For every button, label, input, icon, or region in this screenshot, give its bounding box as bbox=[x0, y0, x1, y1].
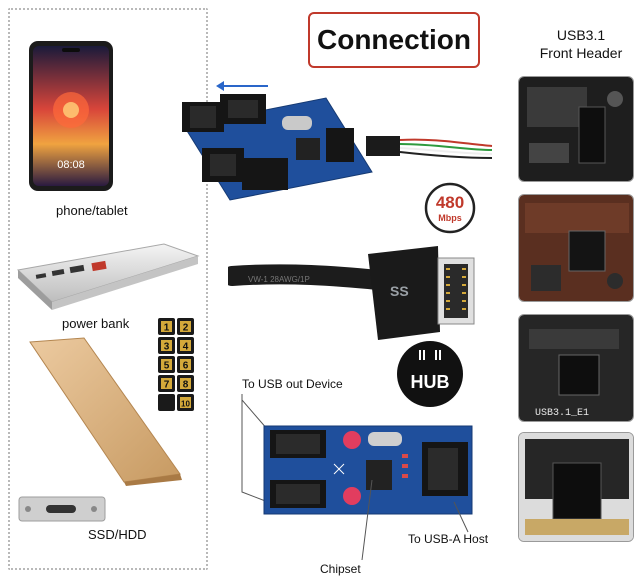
hub-board-top-image bbox=[182, 94, 493, 201]
hub-icon: HUB bbox=[397, 341, 463, 407]
front-header-line2: Front Header bbox=[539, 45, 623, 61]
callout-bracket-device bbox=[241, 394, 269, 503]
pin-contact bbox=[180, 359, 191, 370]
front-header-line1: USB3.1 bbox=[556, 27, 606, 43]
usb3-cable-image: VW-1 28AWG/1P SS bbox=[228, 246, 475, 340]
pin-contact bbox=[180, 378, 191, 389]
pin-number: 1 bbox=[164, 323, 170, 334]
speed-value: 480 bbox=[436, 193, 464, 212]
callout-line-chipset bbox=[361, 479, 373, 561]
front-header-photo-1 bbox=[518, 76, 634, 182]
speed-badge: 480 Mbps bbox=[424, 182, 476, 234]
hub-board-bottom-image bbox=[263, 425, 473, 515]
callout-to-device: To USB out Device bbox=[242, 377, 343, 391]
pin-contact bbox=[180, 340, 191, 351]
speed-unit: Mbps bbox=[438, 213, 462, 223]
ssd-connector-image bbox=[18, 496, 106, 522]
pin-number: 7 bbox=[164, 380, 170, 391]
callout-to-host: To USB-A Host bbox=[408, 532, 489, 546]
pin-number: 2 bbox=[183, 323, 189, 334]
device-panel bbox=[8, 8, 208, 570]
powerbank-image bbox=[16, 243, 200, 310]
phone-label: phone/tablet bbox=[56, 203, 128, 218]
pin-contact bbox=[180, 321, 191, 332]
page-title: Connection bbox=[308, 12, 480, 68]
arrow-left-icon bbox=[216, 81, 268, 91]
pin-number: 4 bbox=[183, 342, 189, 353]
pin-contact bbox=[161, 359, 172, 370]
phone-time: 08:08 bbox=[57, 159, 85, 171]
pin-number: 10 bbox=[181, 400, 190, 409]
callout-line-host bbox=[453, 501, 469, 533]
pin-number: 8 bbox=[183, 380, 189, 391]
phone-image: 08:08 bbox=[29, 41, 113, 191]
pin-contact bbox=[161, 321, 172, 332]
pin-contact bbox=[180, 397, 191, 408]
front-header-photo-label: USB3.1_E1 bbox=[535, 408, 589, 419]
front-header-photo-3: USB3.1_E1 bbox=[518, 314, 634, 422]
ssd-image bbox=[29, 337, 182, 486]
pin-number: 5 bbox=[164, 361, 170, 372]
pin-header-diagram: 1 2 3 4 5 6 7 8 10 bbox=[156, 316, 196, 412]
pin-number: 3 bbox=[164, 342, 170, 353]
pin-number: 6 bbox=[183, 361, 189, 372]
pin-contact bbox=[161, 378, 172, 389]
cable-print: VW-1 28AWG/1P bbox=[248, 275, 310, 284]
ssd-label: SSD/HDD bbox=[88, 527, 147, 542]
pin-contact bbox=[161, 340, 172, 351]
pin-cell bbox=[158, 394, 175, 411]
usb3-logo: SS bbox=[390, 283, 409, 299]
front-header-photo-4 bbox=[518, 432, 634, 542]
hub-label: HUB bbox=[411, 372, 450, 392]
front-header-photo-2 bbox=[518, 194, 634, 302]
front-header-title: USB3.1 Front Header bbox=[526, 26, 636, 62]
powerbank-label: power bank bbox=[62, 316, 130, 331]
callout-chipset: Chipset bbox=[320, 562, 361, 576]
